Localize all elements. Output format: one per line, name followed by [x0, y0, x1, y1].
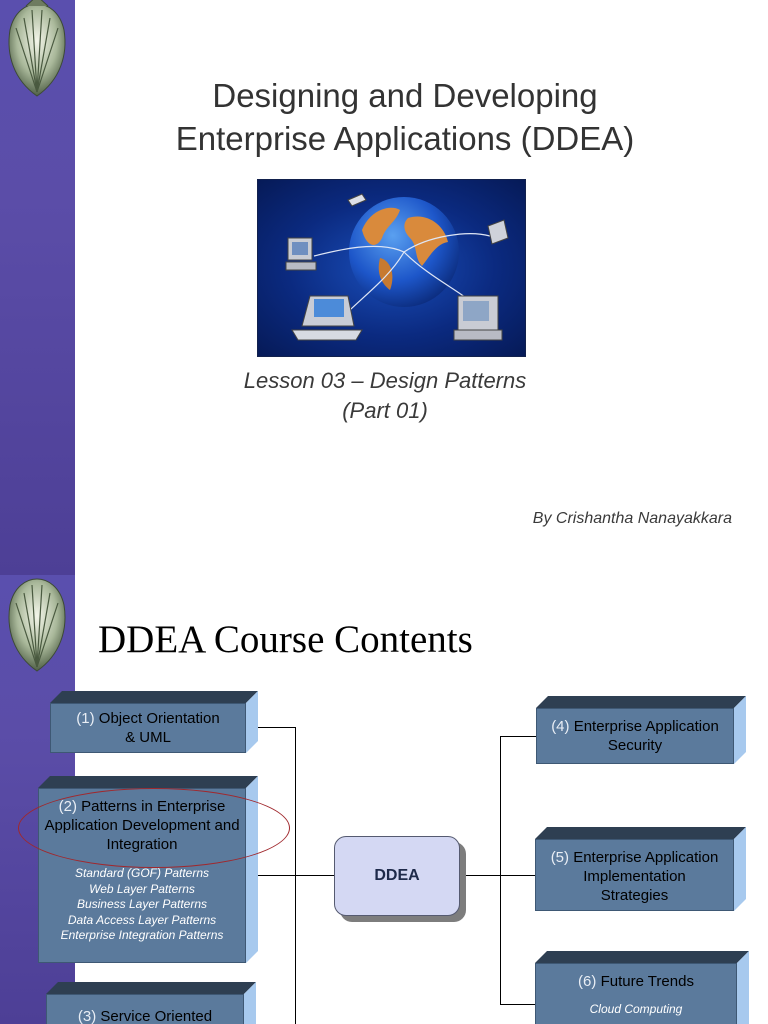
- subtopic-item: Standard (GOF) Patterns: [74, 866, 210, 880]
- lesson-subtitle: Lesson 03 – Design Patterns (Part 01): [150, 366, 620, 426]
- seashell-logo: [8, 578, 66, 672]
- connector-line: [500, 736, 501, 1005]
- course-contents-slide: DDEA Course Contents (1) Object Orientat…: [0, 575, 768, 1024]
- topic-number: (5): [550, 849, 570, 866]
- topic-label: Security: [607, 737, 663, 754]
- topic-label: & UML: [125, 729, 171, 746]
- connector-line: [500, 1004, 536, 1005]
- subtopic-item: Business Layer Patterns: [76, 897, 208, 911]
- topic-label: Enterprise Application: [573, 849, 719, 866]
- topic-label: Service Oriented: [100, 1008, 213, 1024]
- topic-box-3: (3) Service Oriented: [46, 982, 256, 1024]
- subtopic-item: Data Access Layer Patterns: [67, 912, 217, 927]
- monitor-icon: [285, 237, 317, 271]
- title-line-1: Designing and Developing: [212, 77, 598, 114]
- title-line-2: Enterprise Applications (DDEA): [175, 120, 635, 157]
- topic-number: (6): [578, 973, 597, 990]
- title-slide: Designing and Developing Enterprise Appl…: [0, 0, 732, 575]
- connector-line: [500, 875, 536, 876]
- lesson-line-2: (Part 01): [342, 398, 428, 423]
- author-credit: By Crishantha Nanayakkara: [532, 510, 732, 527]
- handheld-device-icon: [487, 219, 509, 245]
- ddea-center-node: DDEA: [334, 836, 460, 916]
- globe-network-illustration: [257, 179, 526, 357]
- topic-box-4: (4) Enterprise Application Security: [536, 696, 746, 764]
- laptop-icon: [291, 295, 363, 341]
- sidebar-band: [0, 0, 75, 575]
- connector-line: [246, 727, 296, 728]
- connector-line: [500, 736, 536, 737]
- topic-box-1: (1) Object Orientation & UML: [50, 691, 258, 753]
- satellite-icon: [347, 193, 367, 207]
- topic-label: Implementation: [583, 868, 686, 885]
- topic-number: (3): [77, 1008, 97, 1024]
- highlight-ellipse: [18, 788, 290, 868]
- topic-label: Enterprise Application: [573, 718, 719, 735]
- connector-line: [246, 875, 334, 876]
- seashell-logo: [8, 0, 66, 97]
- topic-label: Future Trends: [600, 973, 694, 990]
- topic-box-5: (5) Enterprise Application Implementatio…: [535, 827, 746, 911]
- subtopic-item: Cloud Computing: [589, 1002, 683, 1016]
- subtopic-item: Enterprise Integration Patterns: [60, 928, 224, 942]
- topic-box-6: (6) Future Trends Cloud Computing: [535, 951, 749, 1024]
- connector-line: [460, 875, 501, 876]
- topic-number: (4): [551, 718, 570, 735]
- topic-label: Strategies: [600, 887, 669, 904]
- desktop-computer-icon: [453, 295, 503, 341]
- slide-heading: DDEA Course Contents: [98, 618, 473, 661]
- topic-label: Object Orientation: [98, 710, 220, 727]
- subtopic-item: Web Layer Patterns: [89, 881, 195, 896]
- lesson-line-1: Lesson 03 – Design Patterns: [243, 368, 527, 393]
- presentation-title: Designing and Developing Enterprise Appl…: [120, 74, 690, 160]
- topic-number: (1): [76, 710, 95, 727]
